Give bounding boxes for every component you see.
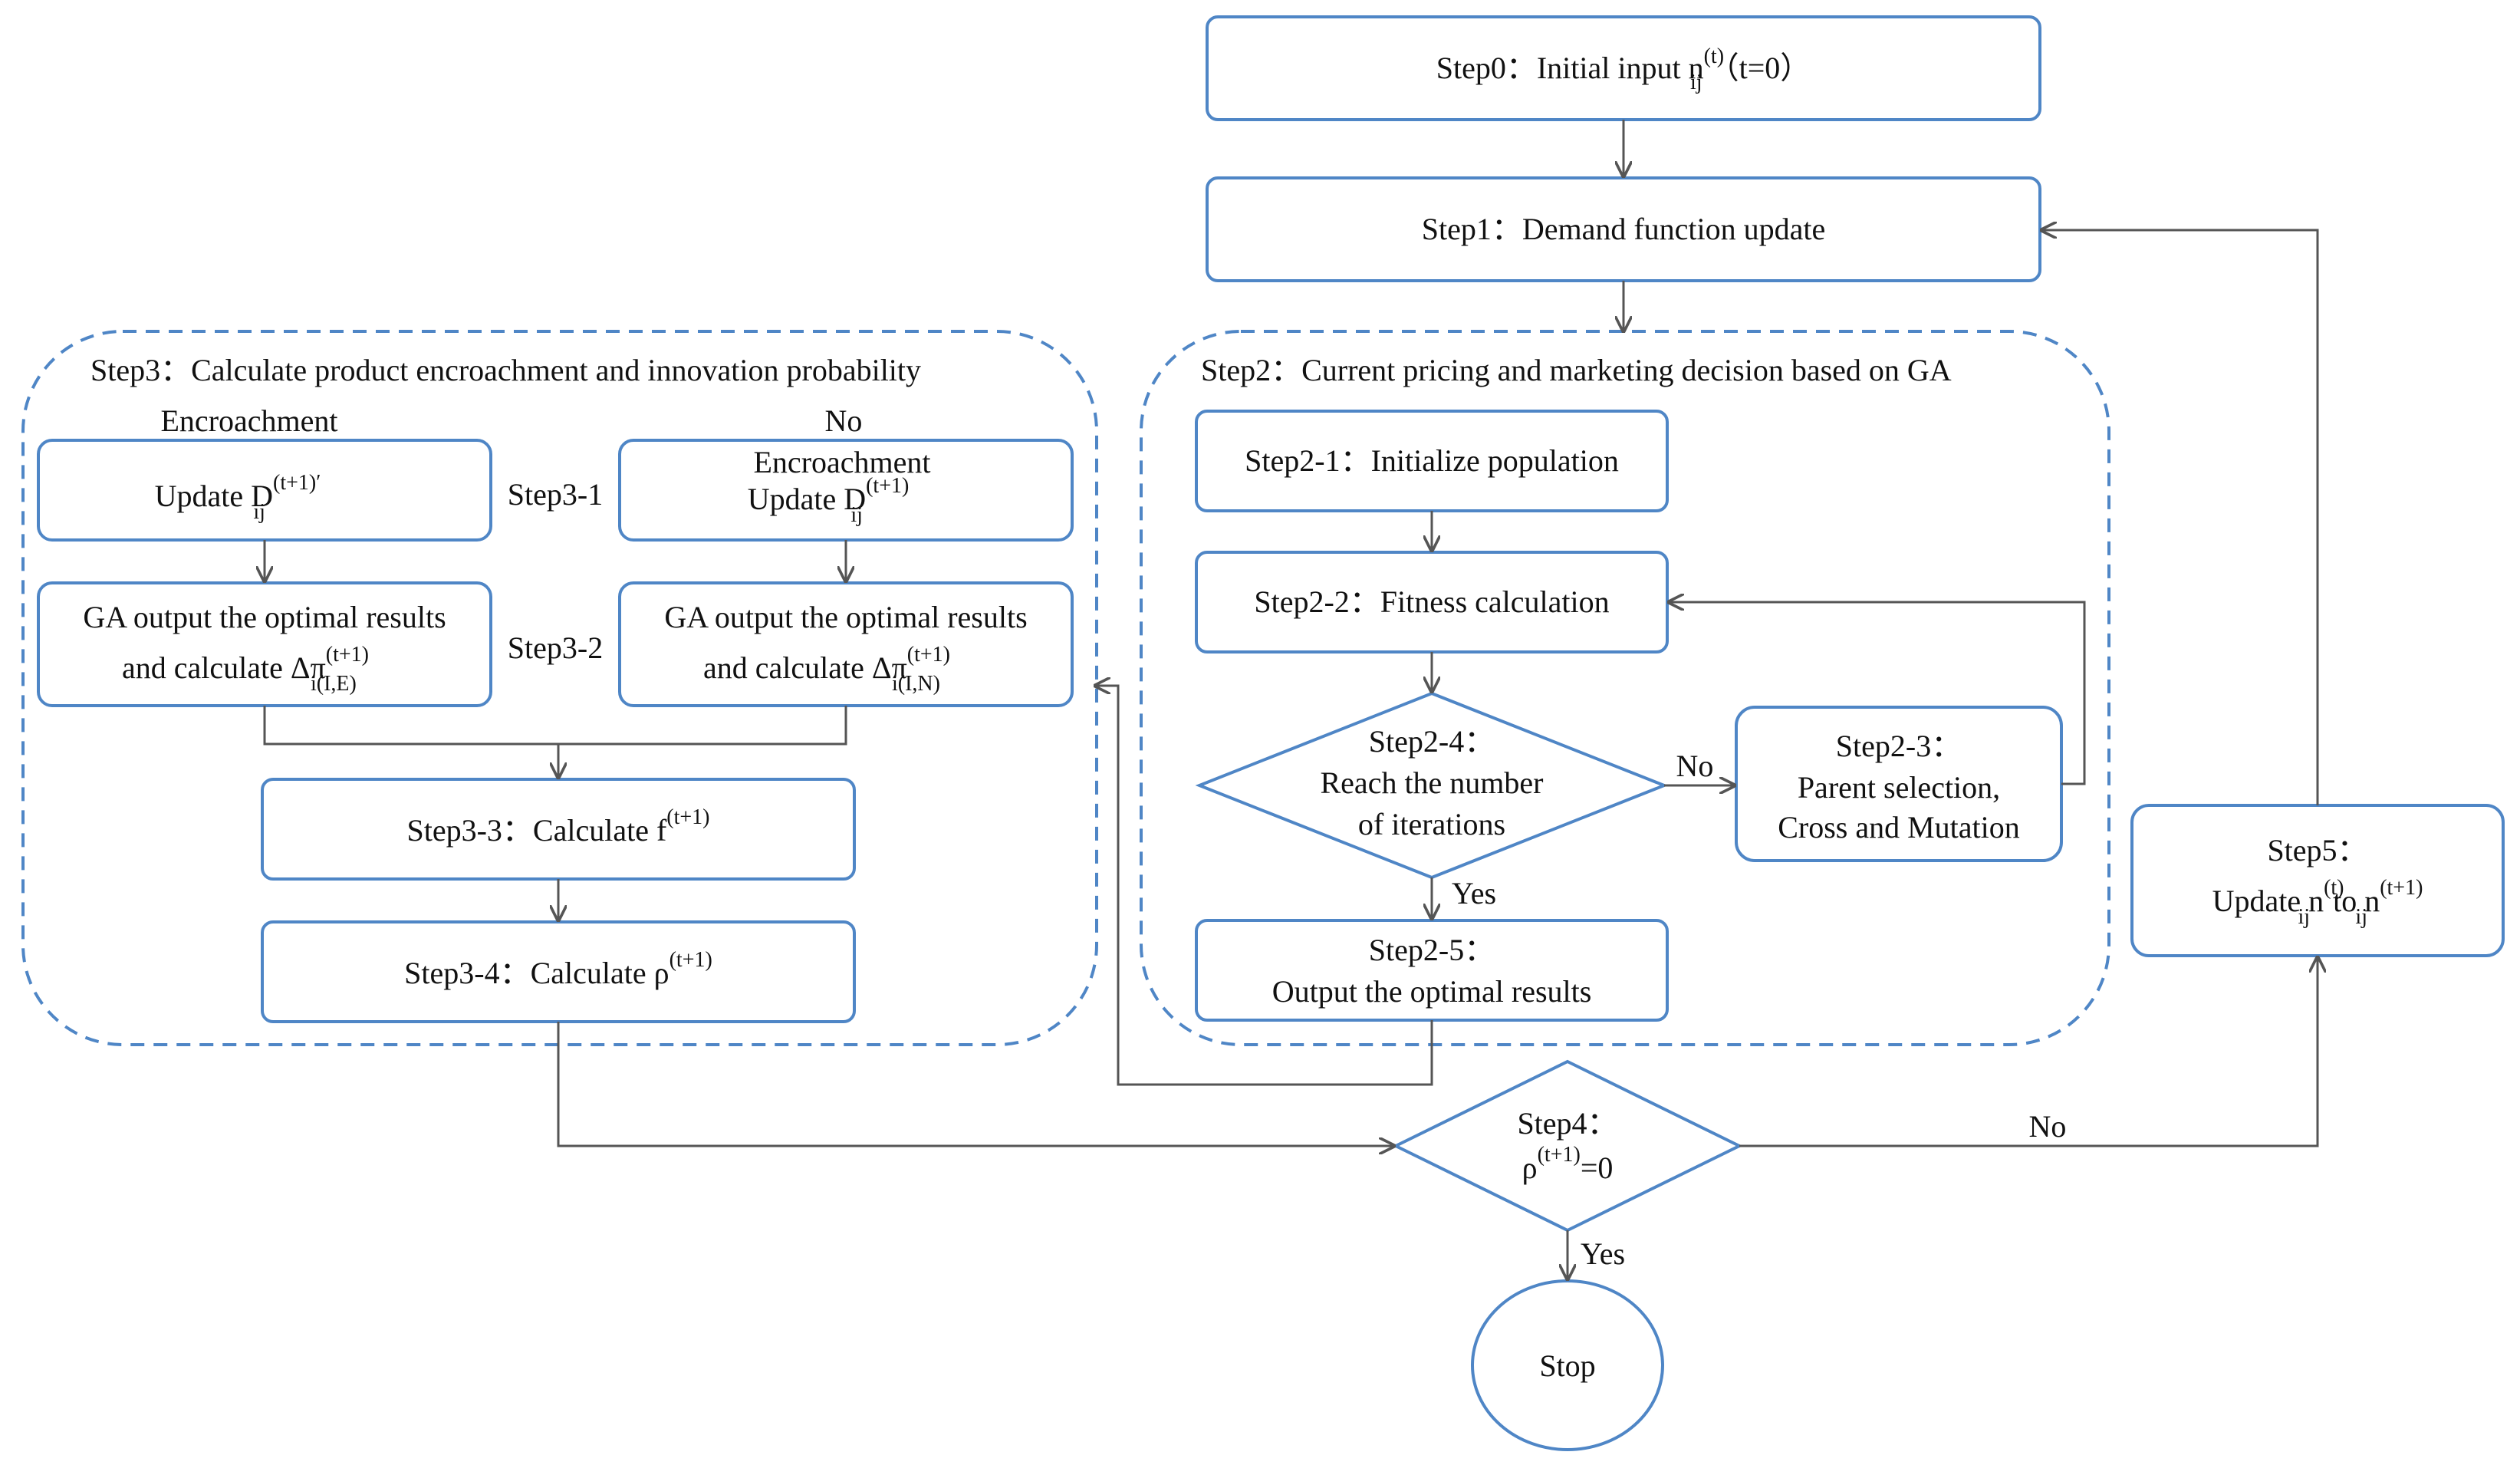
no-branch-label: No <box>825 403 863 438</box>
step3-2-label: Step3-2 <box>508 630 603 665</box>
step3-4-label: Step3-4：Calculate ρ(t+1) <box>404 948 712 990</box>
edge-step2-5-to-step3 <box>1095 686 1433 1086</box>
step3-right-ga-box: GA output the optimal results and calcul… <box>618 581 1074 707</box>
step3-4-box: Step3-4：Calculate ρ(t+1) <box>261 920 856 1023</box>
step3-left-update-box: Update D(t+1)′ij <box>37 439 492 542</box>
step3-right-update-label: Update D(t+1)ij <box>748 474 910 527</box>
step1-label: Step1：Demand function update <box>1422 212 1826 246</box>
step3-3-label: Step3-3：Calculate f(t+1) <box>406 805 709 848</box>
edge-step5-step1 <box>2041 230 2319 805</box>
step2-4-no-label: No <box>1676 749 1714 783</box>
step2-5-box: Step2-5： Output the optimal results <box>1195 919 1669 1022</box>
step3-right-ga-line2: and calculate Δπ(t+1)i(I,N) <box>703 643 950 696</box>
edge-step4-no <box>1739 957 2318 1147</box>
step2-1-label: Step2-1：Initialize population <box>1245 443 1619 478</box>
step4-line1: Step4： <box>1517 1106 1617 1141</box>
step2-3-box: Step2-3： Parent selection, Cross and Mut… <box>1735 706 2063 862</box>
step2-2-label: Step2-2：Fitness calculation <box>1254 584 1609 619</box>
step2-4-line2: Reach the number <box>1321 765 1544 800</box>
edge-ga-merge <box>263 706 847 778</box>
step0-box: Step0：Initial input n(t)ij（t=0） <box>1206 15 2041 121</box>
step2-group <box>1140 330 2110 1046</box>
step2-4-line3: of iterations <box>1358 807 1505 841</box>
step2-4-decision: Step2-4： Reach the number of iterations <box>1195 691 1669 880</box>
stop-terminal: Stop <box>1471 1279 1664 1451</box>
step5-box: Step5： Update n(t)ij to n(t+1)ij <box>2130 804 2505 957</box>
encroachment-branch-label: Encroachment <box>161 403 338 438</box>
step2-group-title: Step2：Current pricing and marketing deci… <box>1201 353 1952 387</box>
step3-left-ga-box: GA output the optimal results and calcul… <box>37 581 492 707</box>
step3-left-ga-line1: GA output the optimal results <box>83 600 446 634</box>
stop-label: Stop <box>1539 1348 1595 1383</box>
step2-1-box: Step2-1：Initialize population <box>1195 410 1669 512</box>
step4-decision: Step4： ρ(t+1)=0 <box>1392 1059 1743 1233</box>
step1-box: Step1：Demand function update <box>1206 176 2041 282</box>
step5-line1: Step5： <box>2267 833 2367 867</box>
step2-5-line2: Output the optimal results <box>1272 974 1592 1009</box>
step2-4-line1: Step2-4： <box>1369 724 1495 759</box>
step2-3-line3: Cross and Mutation <box>1778 810 2020 844</box>
step3-right-ga-line1: GA output the optimal results <box>664 600 1027 634</box>
step0-label: Step0：Initial input n(t)ij（t=0） <box>1436 44 1811 94</box>
step2-3-line2: Parent selection, <box>1798 770 2000 805</box>
step2-3-line1: Step2-3： <box>1836 729 1962 763</box>
step3-left-ga-line2: and calculate Δπ(t+1)i(I,E) <box>122 643 369 696</box>
step3-right-update-box: Encroachment Update D(t+1)ij <box>618 439 1074 542</box>
step3-group-title: Step3：Calculate product encroachment and… <box>90 353 921 387</box>
step5-line2: Update n(t)ij to n(t+1)ij <box>2212 876 2423 929</box>
step4-no-label: No <box>2029 1109 2067 1144</box>
step3-1-label: Step3-1 <box>508 477 603 512</box>
edge-step3-4-step4 <box>557 1022 1394 1146</box>
step4-yes-label: Yes <box>1581 1236 1625 1271</box>
step3-3-box: Step3-3：Calculate f(t+1) <box>261 778 856 881</box>
step2-4-yes-label: Yes <box>1452 876 1496 910</box>
step2-2-box: Step2-2：Fitness calculation <box>1195 551 1669 653</box>
step3-right-update-prefix: Encroachment <box>754 445 931 479</box>
edge-step2-3-loop <box>1669 602 2086 785</box>
step3-left-update-label: Update D(t+1)′ij <box>155 471 321 524</box>
step2-5-line1: Step2-5： <box>1369 933 1495 967</box>
step3-group <box>21 330 1098 1046</box>
step4-line2: ρ(t+1)=0 <box>1522 1143 1614 1185</box>
